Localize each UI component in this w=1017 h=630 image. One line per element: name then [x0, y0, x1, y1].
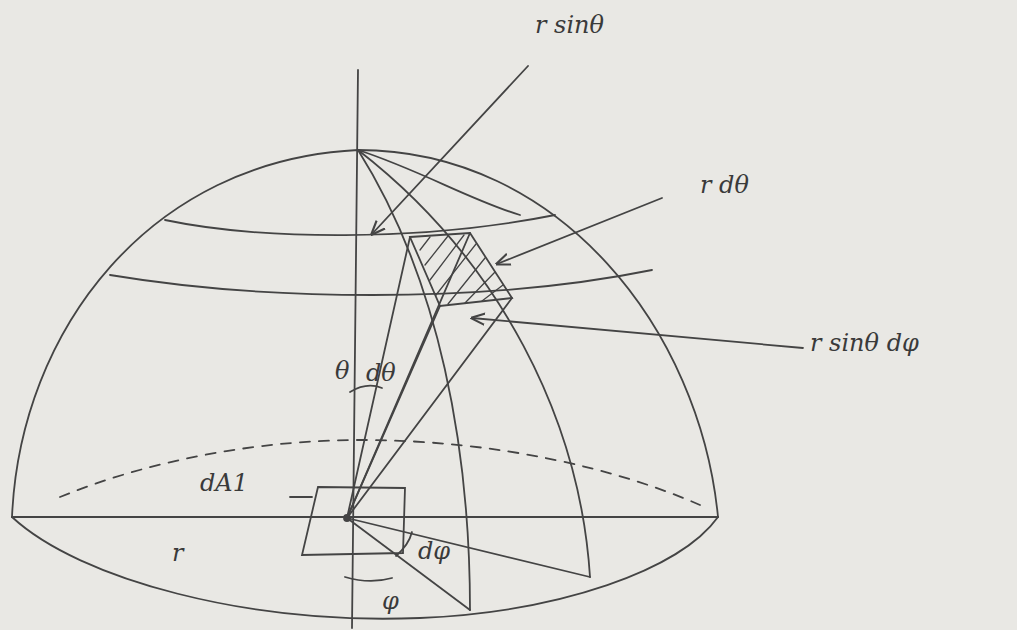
- dome-outline: [12, 150, 718, 517]
- dimension-label: r dθ: [700, 172, 749, 198]
- ray-line: [347, 233, 470, 518]
- radius-label: r: [172, 540, 183, 566]
- dimension-label: r sinθ: [535, 12, 604, 38]
- vertical-axis: [352, 70, 358, 628]
- area-element: [410, 233, 512, 306]
- leader-arrow: [472, 318, 803, 348]
- base-line: [12, 516, 718, 518]
- dimension-label: r sinθ dφ: [810, 330, 919, 356]
- ray-line: [347, 518, 470, 610]
- ray-line: [347, 518, 590, 577]
- area-dA1: [302, 487, 405, 555]
- meridian-line: [358, 150, 590, 577]
- centre-point: [344, 515, 350, 521]
- meridian-line: [358, 150, 470, 610]
- theta-arc: [350, 386, 382, 392]
- hatching: [420, 235, 503, 304]
- ray-line: [347, 298, 512, 518]
- angle-label: dφ: [418, 538, 450, 564]
- phi-arc: [345, 577, 392, 581]
- angle-label: φ: [382, 588, 399, 614]
- angle-label: dθ: [366, 360, 396, 386]
- angle-label: θ: [335, 358, 349, 384]
- meridian-line: [358, 150, 520, 215]
- area-label: dA1: [200, 470, 248, 496]
- leader-arrow: [372, 66, 528, 234]
- back-rim: [60, 440, 700, 505]
- latitude-line: [110, 270, 652, 295]
- leader-arrow: [497, 198, 662, 264]
- leader-line: [290, 496, 312, 498]
- latitude-line: [165, 215, 555, 235]
- front-rim: [12, 517, 718, 619]
